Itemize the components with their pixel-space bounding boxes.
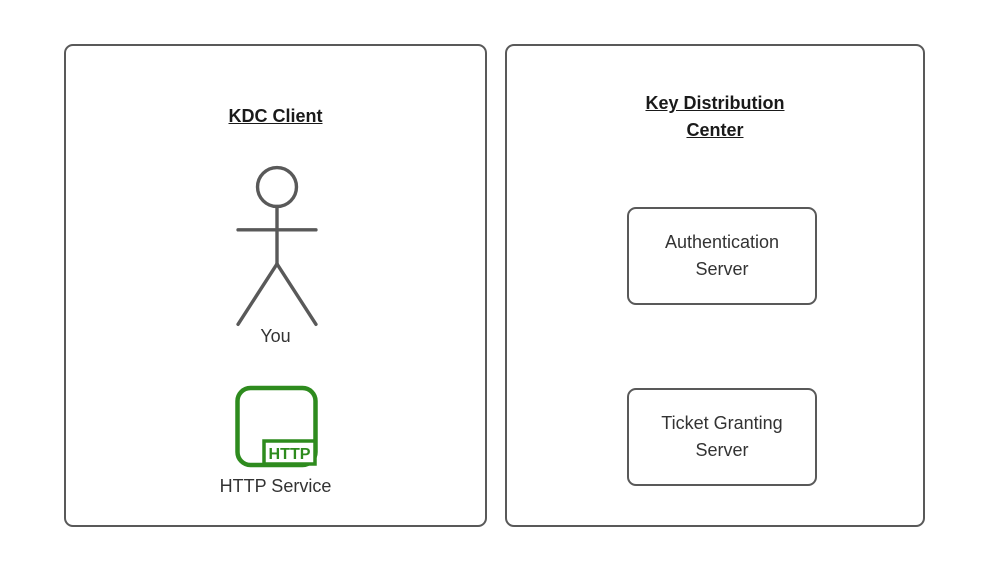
key-distribution-center-panel: Key Distribution Center Authentication S…: [505, 44, 925, 527]
http-service-label: HTTP Service: [219, 476, 332, 496]
http-service-icon: HTTP: [235, 385, 318, 468]
http-badge-text: HTTP: [269, 446, 311, 463]
ticket-granting-server-label: Ticket Granting Server: [661, 413, 783, 460]
stick-figure-actor-icon: [236, 165, 318, 326]
ticket-granting-server-box: Ticket Granting Server: [627, 388, 817, 486]
kdc-client-panel: KDC Client You HTTP HTTP Service: [64, 44, 487, 527]
kdc-client-title-text: KDC Client: [228, 106, 323, 126]
kdc-title-text: Key Distribution Center: [645, 93, 785, 140]
kdc-client-title: KDC Client: [66, 103, 485, 130]
authentication-server-label: Authentication Server: [664, 232, 780, 279]
kdc-title: Key Distribution Center: [507, 90, 923, 144]
actor-label: You: [260, 326, 291, 346]
authentication-server-box: Authentication Server: [627, 207, 817, 305]
